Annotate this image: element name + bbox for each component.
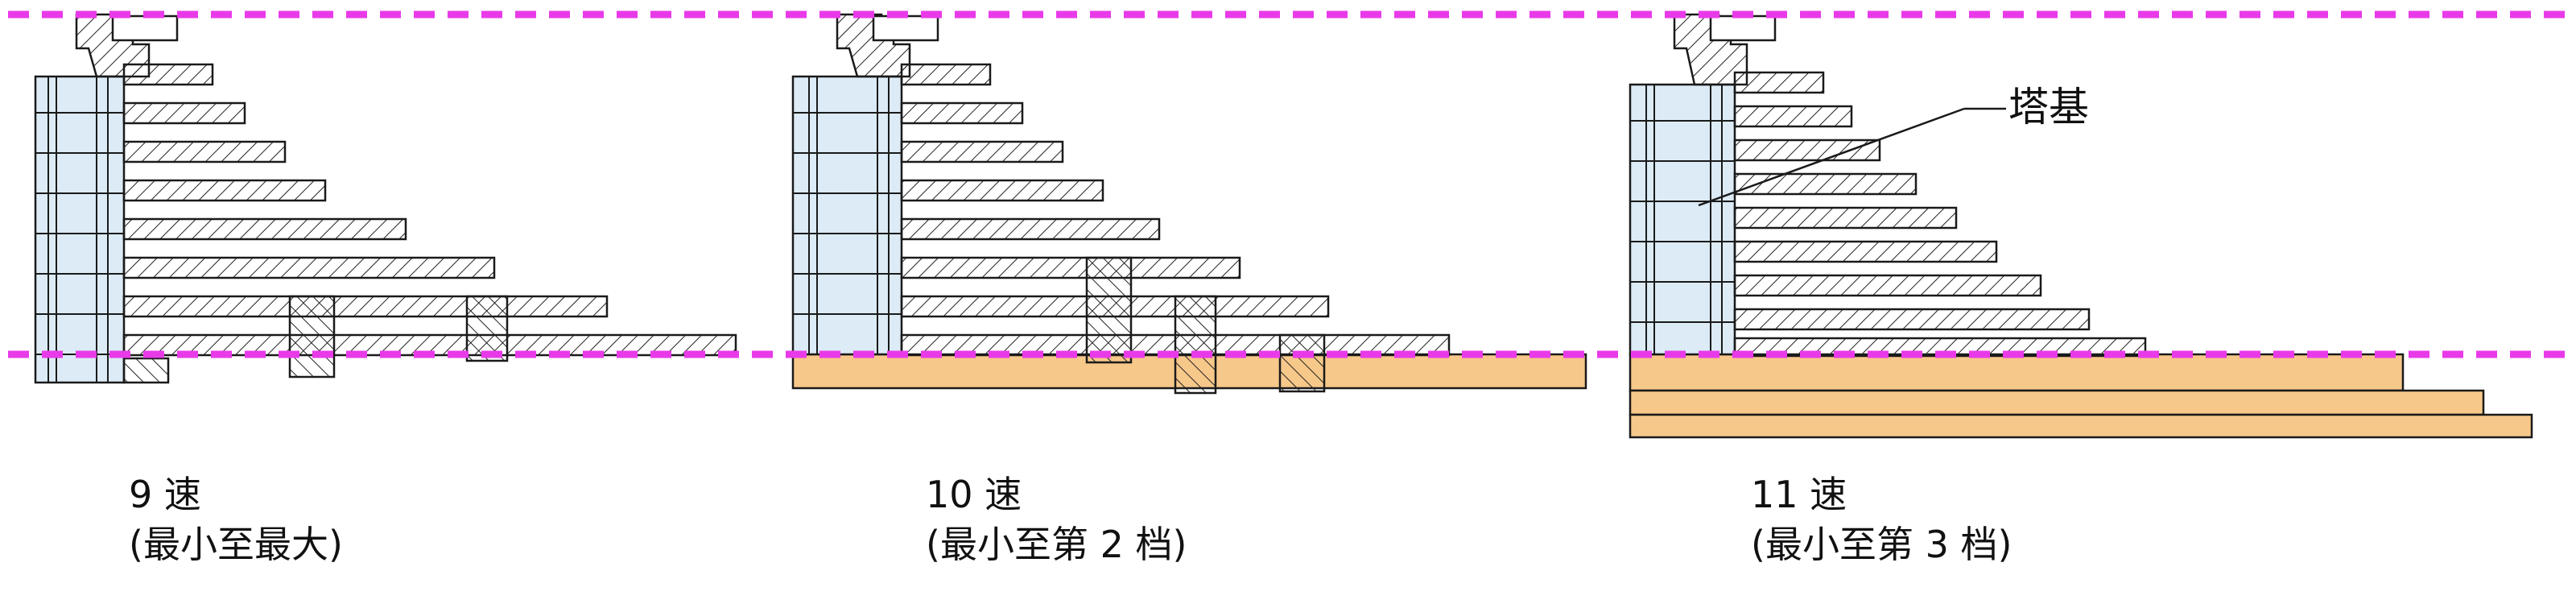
panel-caption: 10 速 (最小至第 2 档)	[926, 470, 1187, 569]
panel-caption: 11 速 (最小至第 3 档)	[1751, 470, 2012, 569]
callout-label: 塔基	[2008, 84, 2089, 130]
panel-caption: 9 速 (最小至最大)	[129, 470, 343, 569]
speed-label: 9 速	[129, 473, 201, 516]
base-plate	[1629, 353, 2533, 439]
cogs	[122, 63, 737, 384]
panel-11-speed	[1629, 13, 2533, 439]
spacer-stack	[1629, 83, 1736, 356]
speed-label: 10 速	[926, 473, 1022, 516]
lockring	[836, 13, 939, 78]
panel-10-speed	[791, 13, 1587, 395]
range-label: (最小至第 3 档)	[1751, 523, 2013, 566]
lockring	[1673, 13, 1777, 86]
spacer-stack	[34, 75, 126, 384]
speed-label: 11 速	[1751, 473, 1847, 516]
callout-leader-line	[1698, 107, 1965, 207]
lockring	[75, 13, 179, 78]
range-label: (最小至第 2 档)	[926, 523, 1187, 566]
range-label: (最小至最大)	[129, 523, 343, 566]
spacer-stack	[791, 75, 903, 356]
cogs	[900, 63, 1451, 395]
panel-9-speed	[34, 13, 737, 384]
